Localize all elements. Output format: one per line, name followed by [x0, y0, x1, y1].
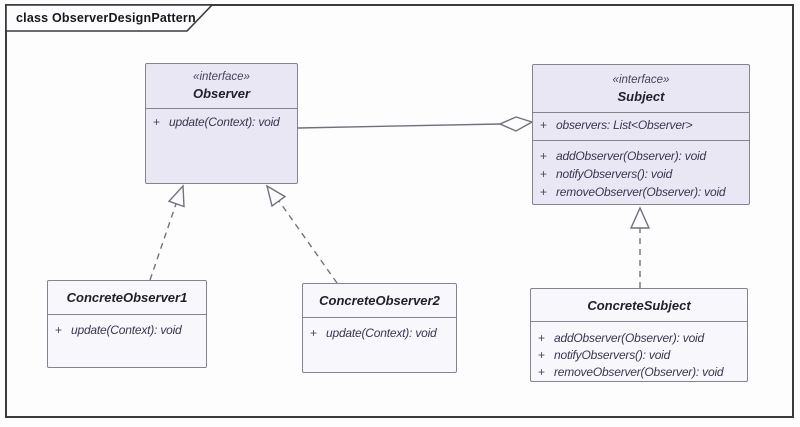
realization-connector-observer1: [149, 203, 177, 281]
realization-connector-observer2: [278, 200, 338, 284]
visibility-symbol: +: [310, 326, 318, 340]
realization-triangle-icon-subject: [629, 206, 651, 229]
method-row: + update(Context): void: [153, 115, 290, 129]
visibility-symbol: +: [540, 118, 548, 132]
visibility-symbol: +: [540, 185, 548, 199]
class-name-subject: Subject: [617, 88, 665, 104]
method-label: removeObserver(Observer): void: [556, 185, 726, 199]
class-header-concrete-subject: ConcreteSubject: [531, 289, 747, 321]
methods-compartment-observer: + update(Context): void: [146, 109, 297, 129]
method-label: addObserver(Observer): void: [554, 330, 704, 345]
class-header-concrete-observer1: ConcreteObserver1: [48, 281, 206, 314]
class-box-concrete-observer2: ConcreteObserver2 + update(Context): voi…: [302, 283, 457, 373]
stereotype-label: «interface»: [193, 71, 250, 83]
method-label: update(Context): void: [71, 323, 182, 337]
visibility-symbol: +: [540, 149, 548, 163]
class-header-concrete-observer2: ConcreteObserver2: [303, 284, 456, 317]
method-row: + addObserver(Observer): void: [538, 329, 740, 346]
method-label: update(Context): void: [326, 326, 437, 340]
class-box-subject: «interface» Subject + observers: List<Ob…: [532, 64, 750, 205]
attribute-row: + observers: List<Observer>: [540, 118, 742, 132]
method-row: + addObserver(Observer): void: [540, 147, 742, 165]
method-label: removeObserver(Observer): void: [554, 364, 724, 379]
visibility-symbol: +: [55, 323, 63, 337]
method-row: + removeObserver(Observer): void: [538, 363, 740, 380]
realization-triangle-icon-observer2: [265, 184, 287, 208]
class-name-concrete-subject: ConcreteSubject: [587, 297, 691, 313]
compartment-separator: [531, 321, 747, 322]
frame-title: class ObserverDesignPattern: [16, 11, 196, 25]
method-label: notifyObservers(): void: [554, 347, 671, 362]
class-name-observer: Observer: [192, 86, 251, 101]
method-label: addObserver(Observer): void: [556, 149, 706, 163]
methods-compartment-subject: + addObserver(Observer): void + notifyOb…: [533, 141, 749, 201]
method-row: + removeObserver(Observer): void: [540, 183, 742, 201]
method-row: + update(Context): void: [55, 323, 199, 337]
method-row: + notifyObservers(): void: [540, 165, 742, 183]
class-header-subject: «interface» Subject: [533, 65, 749, 112]
visibility-symbol: +: [538, 347, 546, 362]
visibility-symbol: +: [538, 330, 546, 345]
class-name-concrete-observer2: ConcreteObserver2: [319, 293, 440, 308]
compartment-separator: [48, 314, 206, 315]
methods-compartment-concrete-observer2: + update(Context): void: [303, 318, 456, 340]
aggregation-connector: [297, 123, 501, 129]
visibility-symbol: +: [540, 167, 548, 181]
methods-compartment-concrete-subject: + addObserver(Observer): void + notifyOb…: [531, 322, 747, 380]
compartment-separator: [533, 140, 749, 141]
method-row: + update(Context): void: [310, 326, 449, 340]
class-box-observer: «interface» Observer + update(Context): …: [145, 63, 298, 184]
method-label: notifyObservers(): void: [556, 167, 673, 181]
realization-triangle-icon-observer1: [167, 184, 185, 208]
visibility-symbol: +: [538, 364, 546, 379]
methods-compartment-concrete-observer1: + update(Context): void: [48, 315, 206, 337]
class-header-observer: «interface» Observer: [146, 64, 297, 108]
compartment-separator: [533, 112, 749, 113]
method-label: update(Context): void: [169, 115, 280, 129]
stereotype-label: «interface»: [612, 73, 670, 86]
compartment-separator: [146, 108, 297, 109]
class-box-concrete-observer1: ConcreteObserver1 + update(Context): voi…: [47, 280, 207, 368]
visibility-symbol: +: [153, 115, 161, 129]
attributes-compartment-subject: + observers: List<Observer>: [533, 113, 749, 140]
compartment-separator: [303, 317, 456, 318]
frame-title-tab: [5, 4, 214, 32]
method-row: + notifyObservers(): void: [538, 346, 740, 363]
attribute-label: observers: List<Observer>: [556, 118, 693, 132]
class-name-concrete-observer1: ConcreteObserver1: [66, 290, 188, 305]
class-box-concrete-subject: ConcreteSubject + addObserver(Observer):…: [530, 288, 748, 382]
